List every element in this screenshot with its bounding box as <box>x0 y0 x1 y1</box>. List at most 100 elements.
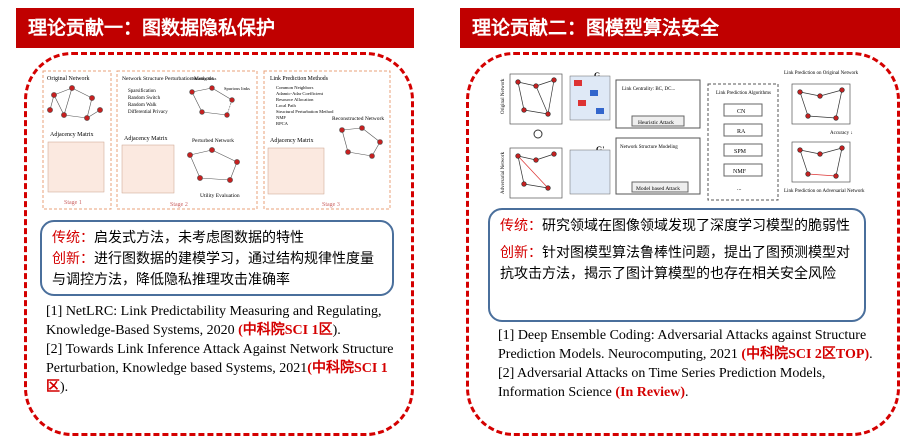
fig-orig-net: Original Network <box>501 78 506 114</box>
fig-col3-list: Common Neighbors Adamic-Adar Coefficient… <box>276 85 334 126</box>
left-innov-line: 创新：进行图数据的建模学习，通过结构规律性度量与调控方法，降低隐私推理攻击准确率 <box>52 249 382 291</box>
algo-item: RA <box>737 129 746 135</box>
algo-item: NMF <box>733 169 747 175</box>
left-innov-text: 进行图数据的建模学习，通过结构规律性度量与调控方法，降低隐私推理攻击准确率 <box>52 251 374 288</box>
fig-col2-matrix: Adjacency Matrix <box>124 136 167 142</box>
fig-col3-item: Resource Allocation <box>276 97 314 102</box>
fig-g-prime: G' <box>596 145 604 154</box>
fig-col2-item: Random Switch <box>128 96 161 101</box>
left-title-banner: 理论贡献一：图数据隐私保护 <box>16 8 414 48</box>
fig-col2-utility: Utility Evaluation <box>200 193 240 199</box>
fig-adv-net: Adversarial Network <box>501 151 506 194</box>
fig-col3-title: Link Prediction Methods <box>270 76 329 82</box>
algos-frame <box>707 83 779 201</box>
fig-col3-matrix: Adjacency Matrix <box>270 138 313 144</box>
model-tag <box>631 181 689 193</box>
adv-matrix <box>569 149 611 195</box>
right-innov-label: 创新： <box>500 245 542 261</box>
algo-item: ... <box>737 186 742 192</box>
fig-heuristic: Heuristic Attack <box>638 120 674 126</box>
right-dashed-frame <box>466 52 900 436</box>
left-callout: 传统：启发式方法，未考虑图数据的特性 创新：进行图数据的建模学习，通过结构规律性… <box>40 220 394 296</box>
matrix-3 <box>267 147 325 195</box>
fig-col3-stage: Stage 3 <box>322 202 340 208</box>
lp-orig-graph <box>791 83 851 125</box>
right-trad-line: 传统：研究领域在图像领域发现了深度学习模型的脆弱性 <box>500 216 854 237</box>
fig-col2-title: Network Structure Perturbation Methods <box>122 76 214 82</box>
matrix-1 <box>47 141 105 193</box>
right-title: 理论贡献二：图模型算法安全 <box>472 17 720 39</box>
right-trad-label: 传统： <box>500 218 542 234</box>
left-ref-2-text: [2] Towards Link Inference Attack Agains… <box>46 342 394 376</box>
fig-col2-item: Random Walk <box>128 103 157 108</box>
right-ref-1-rank: (中科院SCI 2区TOP) <box>741 347 870 362</box>
right-references: [1] Deep Ensemble Coding: Adversarial At… <box>498 326 874 402</box>
algo-item: SPM <box>734 149 747 155</box>
right-figure: Original Network Adversarial Network G G… <box>496 64 876 204</box>
combine-op <box>533 129 543 139</box>
right-callout: 传统：研究领域在图像领域发现了深度学习模型的脆弱性 创新：针对图模型算法鲁棒性问… <box>488 208 866 322</box>
fig-col1-matrix: Adjacency Matrix <box>50 132 93 138</box>
fig-accuracy: Accuracy ↓ <box>830 131 853 136</box>
pert-network-large <box>187 147 240 183</box>
fig-col1-stage: Stage 1 <box>64 200 82 206</box>
right-ref-2-tail: . <box>685 385 689 400</box>
fig-lp-adv: Link Prediction on Adversarial Network <box>784 189 865 194</box>
right-innov-line: 创新：针对图模型算法鲁棒性问题，提出了图预测模型对抗攻击方法，揭示了图计算模型的… <box>500 243 854 285</box>
right-innov-text: 针对图模型算法鲁棒性问题，提出了图预测模型对抗攻击方法，揭示了图计算模型的也存在… <box>500 245 850 282</box>
fig-heuristic-box: Link Centrality: BC, DC... <box>622 87 675 92</box>
fig-col3-item: Local Path <box>276 103 296 108</box>
fig-algos-title: Link Prediction Algorithms <box>716 91 771 96</box>
right-ref-1-tail: . <box>869 347 873 362</box>
left-ref-2-rank: (中科院SCI 1区 <box>46 361 388 395</box>
fig-model-box: Network Structure Modeling <box>620 145 678 150</box>
fig-col2-missing: Missing links <box>192 76 217 81</box>
fig-col3-item: Structural Perturbation Method <box>276 109 334 114</box>
left-trad-label: 传统： <box>52 230 94 246</box>
left-trad-line: 传统：启发式方法，未考虑图数据的特性 <box>52 228 382 249</box>
right-title-banner: 理论贡献二：图模型算法安全 <box>460 8 900 48</box>
left-figure: Original Network Adjacency Matrix Stage … <box>42 70 392 212</box>
right-ref-1: [1] Deep Ensemble Coding: Adversarial At… <box>498 326 874 364</box>
left-title: 理论贡献一：图数据隐私保护 <box>28 17 276 39</box>
fig-col3-item: Adamic-Adar Coefficient <box>276 91 324 96</box>
recon-network <box>339 125 383 159</box>
orig-network-graph <box>47 85 103 121</box>
fig-col2-stage: Stage 2 <box>170 202 188 208</box>
left-ref-1-text: [1] NetLRC: Link Predictability Measurin… <box>46 304 382 338</box>
fig-g-label: G <box>594 71 600 80</box>
right-trad-text: 研究领域在图像领域发现了深度学习模型的脆弱性 <box>542 218 850 234</box>
right-ref-2-rank: (In Review) <box>615 385 686 400</box>
pert-network-small <box>189 85 235 118</box>
left-dashed-frame <box>24 52 414 436</box>
left-ref-1: [1] NetLRC: Link Predictability Measurin… <box>46 302 396 340</box>
fig-col3-item: Common Neighbors <box>276 85 314 90</box>
lp-adv-graph <box>791 141 851 183</box>
fig-col3-item: NMF <box>276 115 286 120</box>
right-ref-2-text: [2] Adversarial Attacks on Time Series P… <box>498 366 826 400</box>
fig-col2-item: Differential Privacy <box>128 110 168 115</box>
left-references: [1] NetLRC: Link Predictability Measurin… <box>46 302 396 397</box>
fig-col2-item: Sparsification <box>128 89 156 94</box>
right-ref-1-text: [1] Deep Ensemble Coding: Adversarial At… <box>498 328 867 362</box>
left-trad-text: 启发式方法，未考虑图数据的特性 <box>94 230 304 246</box>
left-ref-2: [2] Towards Link Inference Attack Agains… <box>46 340 396 397</box>
fig-col3-item: RPCA <box>276 121 289 126</box>
orig-graph <box>509 73 563 125</box>
fig-col2-list: Sparsification Random Switch Random Walk… <box>128 89 168 115</box>
adv-graph <box>509 147 563 199</box>
left-ref-2-tail: ). <box>60 380 69 395</box>
matrix-cells <box>574 80 604 114</box>
algo-item: CN <box>737 109 746 115</box>
fig-model: Model based Attack <box>636 186 680 192</box>
model-frame <box>615 137 701 195</box>
left-ref-1-tail: ). <box>332 323 341 338</box>
fig-col2-spurious: Spurious links <box>224 86 250 91</box>
heuristic-frame <box>615 79 701 129</box>
fig-col1-title: Original Network <box>47 76 90 82</box>
matrix-2 <box>121 144 175 194</box>
fig-col3-recon: Reconstructed Network <box>332 116 384 122</box>
right-ref-2: [2] Adversarial Attacks on Time Series P… <box>498 364 874 402</box>
left-innov-label: 创新： <box>52 251 94 267</box>
heuristic-tag <box>631 115 685 127</box>
